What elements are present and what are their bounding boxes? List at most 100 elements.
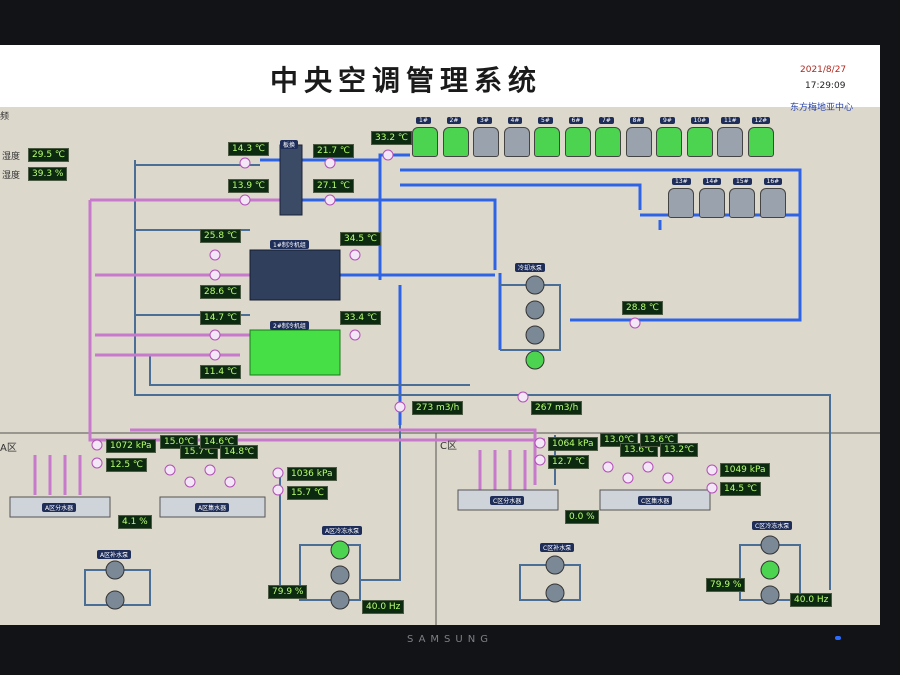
time-display: 17:29:09 [805, 81, 846, 91]
zone-c-secondary-pump-label: C区冷冻水泵 [752, 521, 793, 530]
org-name: 东方梅地亚中心 [790, 103, 854, 113]
cooling-tower-label: 4# [507, 117, 523, 124]
cooling-pump-2 [525, 300, 545, 320]
cooling-tower-body [717, 127, 743, 157]
cooling-tower-body [759, 188, 786, 218]
zone-a-collector-label: A区集水器 [195, 503, 230, 512]
cooling-tower: 10# [686, 117, 713, 157]
zone-a-pump-pct: 79.9 % [268, 585, 308, 599]
zone-c-temp1: 12.7 ℃ [548, 455, 590, 469]
cooling-tower-body [534, 127, 560, 157]
chiller1-out: 28.6 ℃ [200, 285, 242, 299]
cooling-tower: 6# [564, 117, 591, 157]
zone-a-small-temp-4: 14.8℃ [220, 445, 259, 459]
cooling-tower: 11# [717, 117, 743, 157]
flow-2: 267 m3/h [531, 401, 583, 415]
humidity-value: 29.5 ℃ [28, 148, 70, 162]
heat-exchanger-label: 板换 [280, 140, 299, 149]
cooling-tower-body [747, 127, 774, 157]
chiller1-label: 1#制冷机组 [270, 240, 309, 249]
hx-temp-1: 14.3 ℃ [228, 142, 270, 156]
cooling-tower-body [564, 127, 591, 157]
cooling-tower: 7# [595, 117, 621, 157]
zone-a-pressure2: 1036 kPa [287, 467, 337, 481]
header-bar: 中央空调管理系统 2021/8/27 17:29:09 [0, 45, 880, 107]
zone-c-makeup-pump-label: C区补水泵 [540, 543, 575, 552]
cooling-pump-4 [525, 350, 545, 370]
cooling-tower-body [686, 127, 713, 157]
sensor-points [91, 149, 718, 496]
cooling-tower: 14# [698, 178, 725, 218]
cooling-tower-body [668, 188, 694, 218]
power-led-icon [835, 636, 841, 640]
corner-label: 频 [0, 112, 10, 122]
chiller-2 [249, 329, 341, 376]
cooling-pump-3 [525, 325, 545, 345]
zone-c-secondary-pump-1 [760, 535, 780, 555]
zone-c-small-temp-4: 13.2℃ [660, 443, 699, 457]
zone-c-valve-pct: 0.0 % [565, 510, 599, 524]
heat-exchanger [279, 144, 303, 216]
zone-c-label: C区 [440, 441, 457, 452]
hx-temp-3: 21.7 ℃ [313, 144, 355, 158]
cooling-tower-body [698, 188, 725, 218]
cooling-tower: 1# [412, 117, 438, 157]
zone-a-secondary-pump-1 [330, 540, 350, 560]
zone-a-temp2: 15.7 ℃ [287, 486, 329, 500]
zone-c-pump-pct: 79.9 % [706, 578, 746, 592]
zone-c-splitter-label: C区分水器 [490, 496, 525, 505]
chiller2-cond: 33.4 ℃ [340, 311, 382, 325]
hvac-screen: 中央空调管理系统 2021/8/27 17:29:09 东方梅地亚中心 [0, 45, 880, 625]
cooling-tower: 3# [473, 117, 499, 157]
zone-a-makeup-pump-1 [105, 560, 125, 580]
zone-a-makeup-pump-2 [105, 590, 125, 610]
cooling-tower-label: 13# [672, 178, 691, 185]
cooling-tower: 12# [747, 117, 774, 157]
zone-c-pressure2: 1049 kPa [720, 463, 770, 477]
zone-a-label: A区 [0, 443, 17, 454]
chiller-1 [249, 249, 341, 301]
cooling-tower-label: 11# [721, 117, 740, 124]
zone-a-secondary-pump-3 [330, 590, 350, 610]
chiller2-in: 14.7 ℃ [200, 311, 242, 325]
cooling-tower-label: 14# [702, 178, 722, 185]
monitor-brand: SAMSUNG [407, 634, 493, 645]
cooling-tower-body [656, 127, 682, 157]
zone-c-secondary-pump-2 [760, 560, 780, 580]
hx-temp-5: 33.2 ℃ [371, 131, 413, 145]
cooling-tower-label: 6# [568, 117, 584, 124]
cooling-tower-label: 12# [751, 117, 771, 124]
cooling-tower: 15# [729, 178, 755, 218]
cooling-pump-label: 冷却水泵 [515, 263, 546, 272]
zone-a-valve-pct: 4.1 % [118, 515, 152, 529]
cooling-tower-body [729, 188, 755, 218]
zone-c-temp2: 14.5 ℃ [720, 482, 762, 496]
cooling-tower-body [625, 127, 652, 157]
cooling-tower-label: 1# [416, 117, 431, 124]
cooling-tower-body [473, 127, 499, 157]
cooling-tower-label: 2# [446, 117, 462, 124]
zone-a-secondary-pump-label: A区冷冻水泵 [322, 526, 363, 535]
zone-a-pressure1: 1072 kPa [106, 439, 156, 453]
cooling-tower-label: 9# [660, 117, 675, 124]
cooling-tower-label: 7# [599, 117, 614, 124]
cooling-pump-1 [525, 275, 545, 295]
date-display: 2021/8/27 [800, 65, 847, 75]
zone-a-temp1: 12.5 ℃ [106, 458, 148, 472]
cooling-tower-label: 5# [538, 117, 553, 124]
chiller1-in: 25.8 ℃ [200, 229, 242, 243]
cooling-tower-body [595, 127, 621, 157]
cooling-tower: 9# [656, 117, 682, 157]
cooling-tower-label: 15# [733, 178, 752, 185]
zone-c-makeup-pump-2 [545, 583, 565, 603]
zone-a-freq: 40.0 Hz [362, 600, 405, 614]
cooling-tower-label: 8# [629, 117, 645, 124]
page-title: 中央空调管理系统 [270, 64, 543, 97]
cooling-tower-body [442, 127, 469, 157]
humidity2-value: 39.3 % [28, 167, 68, 181]
cooling-tower: 8# [625, 117, 652, 157]
cooling-tower: 16# [759, 178, 786, 218]
hx-temp-2: 13.9 ℃ [228, 179, 270, 193]
cooling-tower-label: 3# [477, 117, 492, 124]
pipe-diagram [0, 144, 880, 625]
